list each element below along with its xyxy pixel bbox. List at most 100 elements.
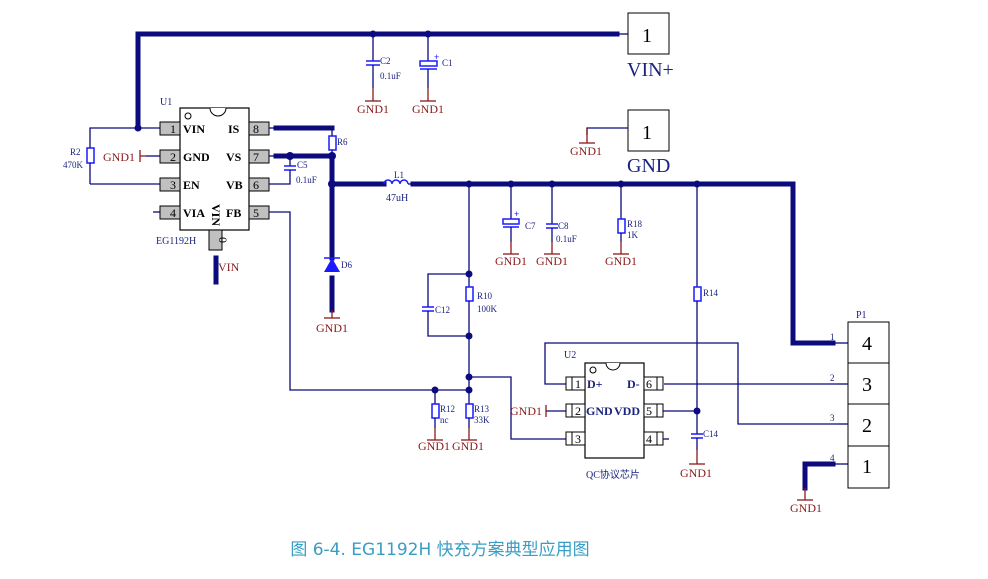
c12-wire bbox=[427, 273, 469, 307]
pin-name: D+ bbox=[587, 377, 603, 391]
p1-pin: 3 bbox=[862, 374, 872, 396]
c1-ref: C1 bbox=[442, 58, 453, 68]
r2-resistor bbox=[86, 147, 95, 164]
r6-resistor bbox=[328, 135, 337, 151]
r12-ref: R12 bbox=[440, 404, 455, 414]
gnd-label: GND1 bbox=[412, 102, 444, 116]
pin1-marker-icon bbox=[589, 366, 597, 374]
p1-wire-label-3: 3 bbox=[830, 413, 835, 423]
vin-bus bbox=[135, 31, 620, 131]
pin-name: VB bbox=[226, 178, 243, 192]
pin-number: 3 bbox=[170, 178, 176, 192]
u1-part: EG1192H bbox=[156, 236, 196, 247]
gnd-label: GND1 bbox=[536, 254, 568, 268]
p1-gnd-trace bbox=[802, 461, 836, 491]
u1-pin-box bbox=[159, 149, 181, 164]
l1-ref: L1 bbox=[394, 170, 404, 180]
u2-part: QC协议芯片 bbox=[586, 468, 640, 481]
u1-pin-box bbox=[248, 149, 270, 164]
u2-pin-box bbox=[565, 431, 586, 446]
r10-ref: R10 bbox=[477, 291, 493, 301]
pin-name: D- bbox=[627, 377, 640, 391]
u1-chip bbox=[179, 107, 250, 231]
r14-resistor bbox=[693, 286, 702, 302]
u2-ref: U2 bbox=[564, 350, 576, 361]
u1-pin-4: 4 VIA bbox=[153, 205, 205, 220]
u2-chip bbox=[584, 362, 645, 459]
r18-value: 1K bbox=[627, 230, 639, 240]
notch-icon bbox=[209, 107, 227, 117]
u1-pin-3: 3 EN bbox=[90, 177, 200, 192]
p1-wire-label-2: 2 bbox=[830, 373, 835, 383]
vs-trace bbox=[273, 153, 387, 187]
pin-name: GND bbox=[183, 150, 210, 164]
u1-pin-8: 8 IS bbox=[228, 121, 276, 136]
gnd-connector-pin: 1 bbox=[642, 122, 652, 144]
u1-pin-box bbox=[159, 205, 181, 220]
pin-name: VS bbox=[226, 150, 242, 164]
pin-name: IS bbox=[228, 122, 240, 136]
c2-ref: C2 bbox=[380, 56, 391, 66]
u1-ref: U1 bbox=[160, 97, 172, 108]
u2-pin-5: 5 VDD bbox=[614, 403, 697, 418]
gnd-label: GND1 bbox=[418, 439, 450, 453]
u2-pin-2: 2 GND bbox=[546, 403, 613, 418]
u1-pin-1: 1 VIN bbox=[138, 121, 205, 136]
gnd-connector-label: GND bbox=[627, 155, 670, 177]
u2-pin-1: 1 D+ bbox=[565, 376, 603, 391]
pin-number: 1 bbox=[170, 122, 176, 136]
pin-number: 3 bbox=[575, 432, 581, 446]
pin-name: GND bbox=[586, 404, 613, 418]
d-plus-trace bbox=[544, 342, 838, 425]
u2-pin-box bbox=[565, 376, 586, 391]
junction-dot bbox=[328, 180, 336, 188]
fb-trace bbox=[269, 211, 470, 391]
r10-value: 100K bbox=[477, 304, 498, 314]
junction-dot bbox=[328, 152, 336, 160]
u2-pin-box bbox=[565, 403, 586, 418]
l1-inductor bbox=[383, 179, 409, 185]
gnd-connector-wire bbox=[586, 127, 628, 135]
u1-pin-box bbox=[159, 177, 181, 192]
d6-ref: D6 bbox=[341, 260, 352, 270]
u1-pin-0: 0 VIN VIN bbox=[208, 204, 240, 285]
gnd-label: GND1 bbox=[357, 102, 389, 116]
pin-number: 4 bbox=[646, 432, 652, 446]
u2-pin3-trace bbox=[469, 376, 566, 440]
u1-pin-box bbox=[248, 121, 270, 136]
c2-value: 0.1uF bbox=[380, 71, 401, 81]
r10-resistor bbox=[465, 286, 474, 302]
pin-number: 5 bbox=[253, 206, 259, 220]
p1-pin: 1 bbox=[862, 456, 872, 478]
p1-pin: 2 bbox=[862, 415, 872, 437]
r14-ref: R14 bbox=[703, 288, 719, 298]
pin-number: 5 bbox=[646, 404, 652, 418]
pin-number: 4 bbox=[170, 206, 176, 220]
gnd-label: GND1 bbox=[510, 404, 542, 418]
pin-name: FB bbox=[226, 206, 241, 220]
u1-pin-box bbox=[208, 229, 223, 251]
c5-ref: C5 bbox=[297, 160, 308, 170]
gnd-label: GND1 bbox=[316, 321, 348, 335]
u2-pin-3: 3 bbox=[565, 431, 586, 446]
pin-number: 6 bbox=[253, 178, 259, 192]
c12-wire bbox=[427, 311, 469, 337]
r12-resistor bbox=[431, 403, 440, 419]
vout-bus bbox=[410, 181, 836, 346]
r18-resistor bbox=[617, 218, 626, 234]
p1-wire-label-1: 1 bbox=[830, 332, 835, 342]
gnd-connector bbox=[627, 109, 670, 152]
vin-connector-label: VIN+ bbox=[627, 59, 674, 81]
polarity-plus-icon: + bbox=[434, 52, 439, 62]
u1-pin-6: 6 VB bbox=[226, 174, 291, 192]
junction-dot bbox=[693, 407, 701, 415]
r12-value: nc bbox=[440, 415, 449, 425]
c7-ref: C7 bbox=[525, 221, 536, 231]
u1-pin-lead bbox=[269, 174, 291, 185]
pin-name: VIN bbox=[209, 204, 223, 226]
c5-value: 0.1uF bbox=[296, 175, 317, 185]
pin-number: 0 bbox=[216, 237, 230, 243]
gnd-label: GND1 bbox=[103, 150, 135, 164]
vin-connector bbox=[627, 12, 670, 55]
pin-number: 1 bbox=[575, 377, 581, 391]
